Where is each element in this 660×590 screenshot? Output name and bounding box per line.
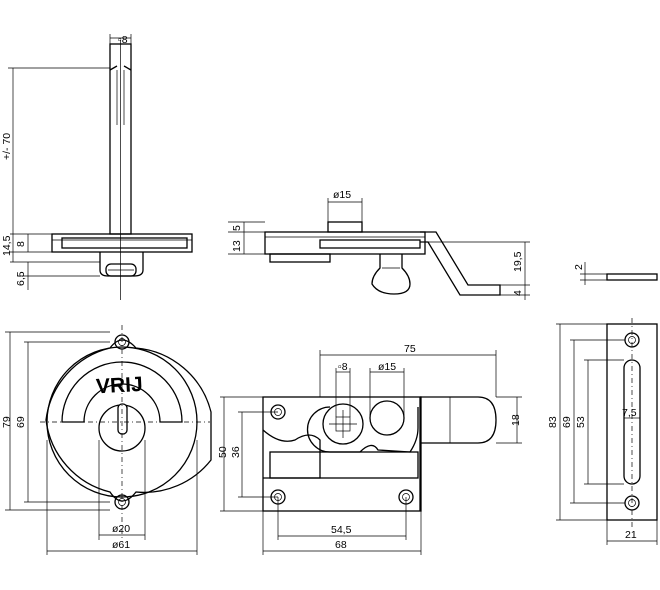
dim-lock-54-5: 54,5 [331,524,352,536]
side-view-knob [99,252,144,277]
dim-side-height: +/- 70 [1,133,13,160]
dim-lock-75: 75 [404,343,416,355]
dim-lock-50: 50 [217,446,229,458]
dim-round-69: 69 [15,416,27,428]
vrij-text: VRIJ [95,373,143,398]
top-view-lock-body [264,221,501,296]
dim-top-diameter: ø15 [333,189,351,201]
dim-side-plate: 14,5 [1,235,13,256]
dim-keep-21: 21 [625,529,637,541]
round-indicator: VRIJ [40,325,212,540]
dim-side-plate-inner: 8 [15,241,27,247]
dim-top-13: 13 [231,240,243,252]
lock-front [262,396,497,512]
dim-keep-53: 53 [575,416,587,428]
side-view-spindle [109,40,132,300]
keeper-dimensions: 83 69 53 7,5 21 [547,323,658,545]
lock-dimensions: 75 ▫8 ø15 18 50 36 54,5 68 [217,343,522,555]
dim-top-19-5: 19,5 [512,251,524,272]
side-view-plate [51,233,193,253]
dim-side-width: ▫8 [118,34,128,46]
round-dimensions: 79 69 ø20 ø61 [1,331,198,555]
dim-round-d20: ø20 [112,523,130,535]
dim-plate-2: 2 [573,264,585,270]
side-view-dimensions: ▫8 +/- 70 14,5 8 6,5 [1,34,132,290]
top-view-dimensions: ø15 5 13 19,5 4 [228,189,530,300]
dim-lock-d15: ø15 [378,361,396,373]
dim-keep-83: 83 [547,416,559,428]
dim-round-d61: ø61 [112,539,130,551]
dim-keep-7-5: 7,5 [622,407,637,419]
dim-round-79: 79 [1,416,13,428]
keeper-front [606,318,658,530]
dim-top-5: 5 [231,225,243,231]
dim-lock-36: 36 [230,446,242,458]
keeper-side-plate: 2 [573,262,658,285]
dim-lock-sq8: ▫8 [338,361,348,373]
dim-top-4: 4 [512,290,524,296]
dim-side-bottom: 6,5 [15,271,27,286]
dim-keep-69: 69 [561,416,573,428]
dim-lock-68: 68 [335,539,347,551]
dim-lock-18: 18 [510,414,522,426]
